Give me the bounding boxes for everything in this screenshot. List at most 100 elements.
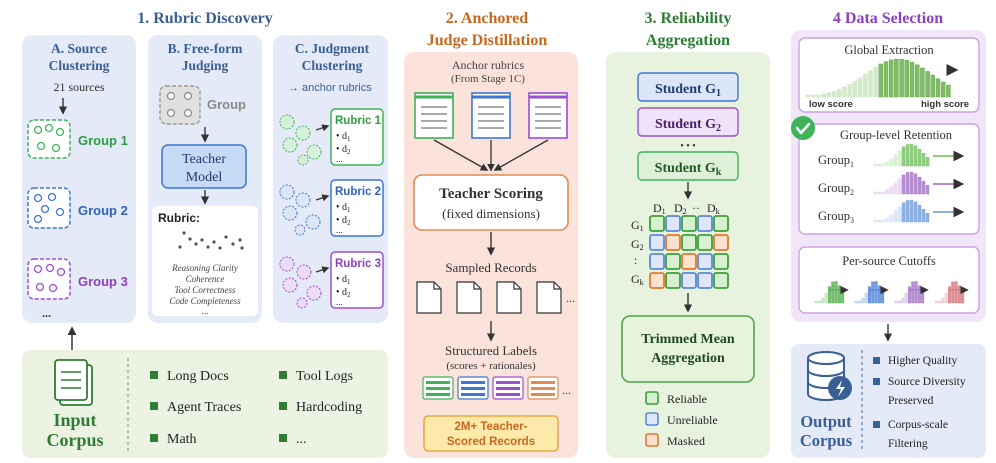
output-bullet-preserved: Preserved	[888, 395, 934, 407]
svg-text:• d1: • d1	[336, 202, 351, 214]
per-source-cutoffs-title: Per-source Cutoffs	[842, 254, 936, 268]
sampled-more: ...	[566, 291, 575, 305]
global-hist-bar	[920, 67, 925, 98]
output-bullet-diversity: Source Diversity	[888, 376, 966, 388]
cutoff-hist-bar	[831, 281, 835, 304]
cutoff-hist-bar	[921, 291, 925, 304]
trimmed-mean-box	[621, 315, 755, 383]
cutoff-hist-bar	[814, 300, 818, 304]
group-hist-bar	[913, 201, 918, 223]
colB-title2: Judging	[182, 58, 229, 73]
global-hist-bar	[805, 94, 811, 98]
input-corpus-panel	[22, 350, 388, 458]
global-extraction-title: Global Extraction	[844, 43, 934, 57]
row-label-g2: G2	[631, 237, 644, 252]
group-hist-bar	[881, 219, 886, 223]
stage1-title: 1. Rubric Discovery	[137, 10, 273, 27]
colA-more: ...	[42, 306, 51, 320]
group-hist-bar	[917, 176, 922, 195]
group-hist-bar	[893, 182, 898, 195]
matrix-cell	[697, 215, 713, 232]
sources-count: 21 sources	[54, 80, 105, 94]
matrix-cell	[713, 234, 729, 251]
global-hist-bar	[842, 86, 847, 98]
student-gk-box	[637, 151, 739, 181]
matrix-cell	[681, 215, 697, 232]
group-hist-bar	[885, 161, 890, 167]
input-item-agent-traces: Agent Traces	[167, 400, 241, 415]
group-hist-bar	[925, 213, 930, 223]
global-hist-bar	[925, 71, 930, 98]
cutoff-hist-bar	[954, 281, 958, 304]
student-g1-label: Student G1	[655, 82, 721, 99]
cluster-purple	[279, 256, 322, 309]
cutoff-hist-bar	[858, 300, 862, 304]
cutoff-hist-bar	[911, 281, 915, 304]
global-hist-bar	[831, 91, 837, 98]
group-hist-bar	[917, 204, 922, 223]
rubric-card	[152, 206, 258, 316]
group1-label: Group 1	[78, 133, 128, 148]
cutoff-hist-bar	[938, 300, 942, 304]
student-dots: • • •	[680, 141, 696, 152]
global-histogram	[805, 58, 951, 98]
teacher-scoring-box	[413, 174, 569, 231]
teacher-label2: Model	[186, 170, 223, 185]
cutoff-hist-bar	[894, 300, 898, 304]
group-hist-bar	[909, 171, 914, 195]
label-cards	[422, 376, 559, 400]
svg-text:• d1: • d1	[336, 131, 351, 143]
cutoff-hist-bar	[914, 281, 918, 304]
group-hist-bar	[873, 191, 878, 195]
colC-title2: Clustering	[302, 58, 363, 73]
stage4-title: 4 Data Selection	[833, 10, 943, 27]
trimmed-mean-label1: Trimmed Mean	[641, 332, 735, 347]
legend-masked: Masked	[667, 434, 705, 448]
group-hist-bar	[921, 153, 926, 167]
scored-records-line1: 2M+ Teacher-	[455, 421, 528, 433]
anchor-rubrics-title: Anchor rubrics	[452, 58, 525, 72]
legend-masked-swatch	[645, 433, 659, 447]
stage2-title-line2: Judge Distillation	[427, 32, 548, 49]
student-g2-label: Student G2	[655, 117, 721, 134]
group1-cluster	[27, 119, 71, 159]
teacher-scoring-label: Teacher Scoring	[439, 186, 543, 202]
group-hist-bar	[877, 163, 882, 167]
student-g2-box	[637, 107, 739, 137]
input-item-tool-logs: Tool Logs	[296, 369, 353, 384]
structured-labels-sub: (scores + rationales)	[446, 360, 536, 372]
rubric-item-5: ...	[202, 306, 209, 316]
cutoff-hist-bar	[907, 286, 911, 304]
global-hist-bar	[816, 94, 821, 98]
rubric2-card: Rubric 2 • d1 • d2 ...	[330, 179, 384, 237]
anchor-doc-blue	[471, 92, 511, 139]
cutoff-hist-bar	[944, 292, 948, 304]
global-hist-bar	[868, 70, 873, 98]
panel-source-clustering	[22, 35, 136, 323]
global-hist-bar	[946, 84, 951, 98]
group-hist-bar	[925, 185, 930, 195]
cutoff-hist-bar	[841, 291, 845, 304]
legend-reliable: Reliable	[667, 392, 707, 406]
matrix-cell	[649, 215, 665, 232]
stage3-title-line1: 3. Reliability	[644, 10, 731, 27]
group-dice-icon	[159, 85, 201, 125]
svg-text:• d2: • d2	[336, 215, 351, 227]
anchor-doc-purple	[528, 92, 568, 139]
matrix-cell	[697, 272, 713, 289]
check-icon	[791, 116, 815, 140]
cluster-green	[279, 114, 322, 166]
group-hist-bar	[889, 158, 894, 167]
cutoff-hist-bar	[861, 298, 865, 304]
global-hist-bar	[909, 61, 915, 98]
matrix-cell	[713, 272, 729, 289]
global-hist-bar	[894, 58, 899, 98]
sampled-records-label: Sampled Records	[445, 260, 536, 275]
svg-text:• d1: • d1	[336, 274, 351, 286]
cutoff-histograms	[814, 281, 969, 304]
scored-records-badge	[423, 415, 559, 452]
cutoff-hist-bar	[824, 292, 828, 304]
anchor-rubrics-sub: (From Stage 1C)	[451, 73, 525, 85]
global-hist-bar	[940, 81, 946, 98]
cutoff-hist-bar	[901, 298, 905, 304]
